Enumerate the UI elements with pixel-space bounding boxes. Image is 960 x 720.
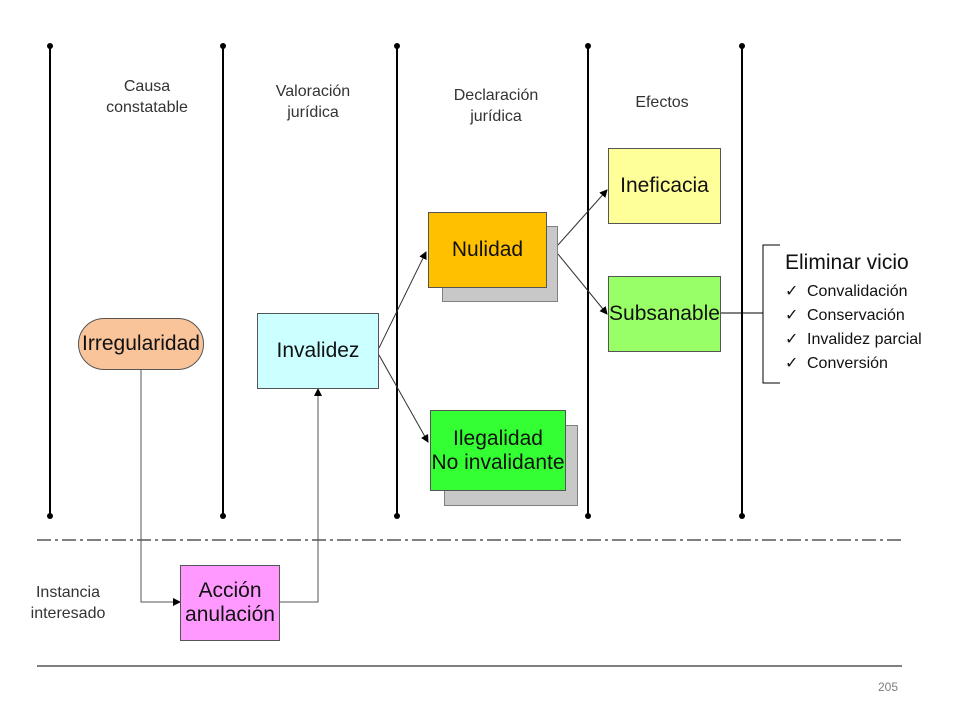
check-icon: ✓ (785, 307, 799, 324)
remedy-item: ✓Convalidación (785, 280, 922, 304)
column-header-valoracion: Valoración jurídica (275, 83, 351, 121)
remedy-item: ✓Conversión (785, 352, 922, 376)
check-icon: ✓ (785, 331, 799, 348)
remedy-item: ✓Conservación (785, 304, 922, 328)
node-ilegalidad: Ilegalidad No invalidante (430, 410, 566, 491)
connector-irregularidad-accion (140, 370, 181, 606)
remedies-title: Eliminar vicio (785, 251, 909, 274)
remedies-bracket (762, 244, 780, 384)
column-header-causa: Causa constatable (106, 78, 188, 116)
connector-nulidad-subsanable (557, 253, 608, 315)
remedies-list: Eliminar vicio ✓Convalidación ✓Conservac… (785, 250, 922, 376)
connector-invalidez-ilegalidad (378, 354, 429, 443)
column-header-efectos: Efectos (635, 94, 689, 111)
node-invalidez: Invalidez (257, 313, 379, 389)
check-icon: ✓ (785, 283, 799, 300)
page-number: 205 (878, 680, 899, 694)
node-accion-anulacion: Acción anulación (180, 565, 280, 641)
remedies-items: ✓Convalidación ✓Conservación ✓Invalidez … (785, 280, 922, 376)
connector-nulidad-ineficacia (557, 189, 608, 246)
separator-dots (47, 43, 745, 519)
node-irregularidad: Irregularidad (78, 318, 204, 370)
node-ineficacia: Ineficacia (608, 148, 721, 224)
side-label-instancia: Instancia interesado (30, 584, 106, 622)
column-header-declaracion: Declaración jurídica (453, 87, 539, 125)
column-separators (49, 46, 743, 516)
connector-accion-invalidez (280, 388, 322, 603)
remedy-item: ✓Invalidez parcial (785, 328, 922, 352)
connector-invalidez-nulidad (378, 251, 427, 349)
node-nulidad: Nulidad (428, 212, 547, 288)
node-subsanable: Subsanable (608, 276, 721, 352)
check-icon: ✓ (785, 355, 799, 372)
